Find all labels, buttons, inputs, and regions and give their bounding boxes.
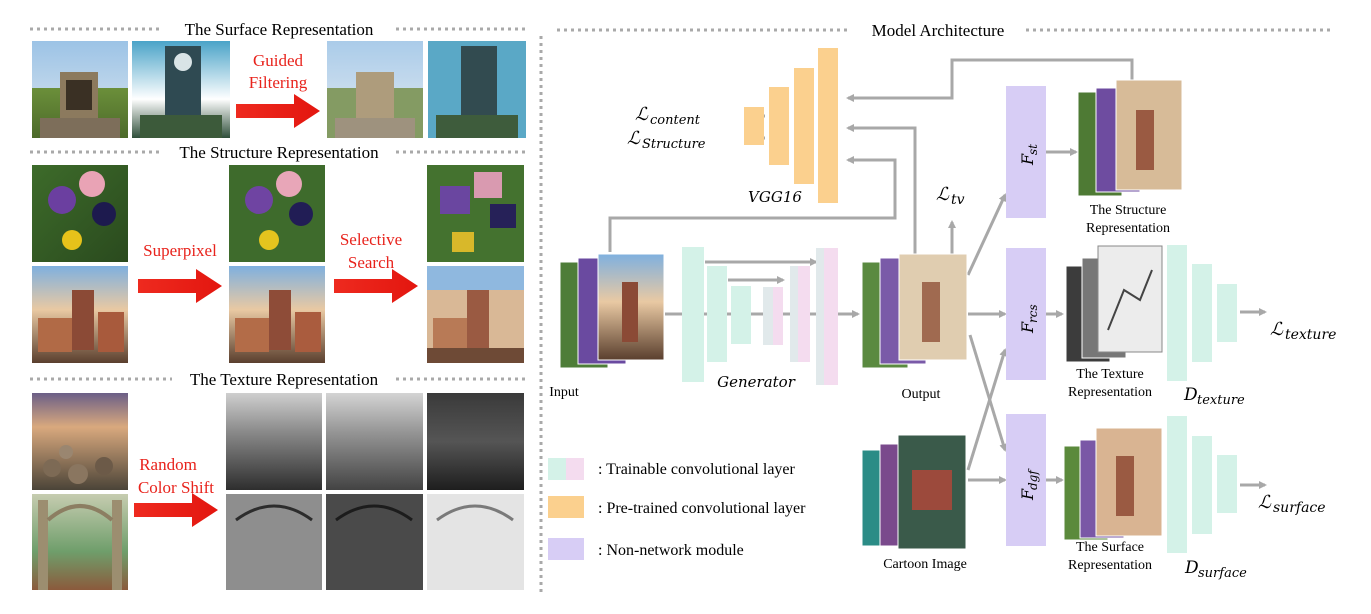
legend-swatch-trainable-a [548,458,566,480]
svg-text:tv: tv [951,192,965,208]
structure-section-title: The Structure Representation [179,143,379,162]
legend-swatch-pretrained [548,496,584,518]
svg-text:surface: surface [1198,566,1247,581]
structure-superpixel-flowers [229,165,325,262]
input-image-stack [559,253,665,369]
svg-text:D: D [1184,558,1199,578]
texture-representation-stack [1065,245,1163,363]
d-surface-label: D surface [1184,558,1247,581]
svg-text:F: F [1018,488,1037,501]
random-color-shift-label-line2: Color Shift [138,478,214,497]
structure-photo-city [32,266,128,363]
surface-photo-clocktower [132,41,230,138]
selective-search-label-line1: Selective [340,230,402,249]
svg-text:F: F [1018,321,1037,334]
vgg16-label: VGG16 [748,188,802,206]
cartoon-image-stack [861,434,967,550]
guided-filtering-arrow [236,94,320,128]
superpixel-label: Superpixel [143,241,217,260]
legend-label-trainable: : Trainable convolutional layer [598,461,796,478]
surface-photo-garden [32,41,128,138]
structure-representation-label-line1: The Structure [1090,203,1167,218]
selective-search-label-line2: Search [348,253,395,272]
structure-photo-flowers [32,165,128,262]
texture-gray-outputs [226,393,524,590]
structure-representation-stack [1077,79,1183,197]
svg-text:texture: texture [1285,327,1336,343]
svg-text:ℒ: ℒ [1258,492,1272,513]
svg-text:rcs: rcs [1026,304,1040,323]
texture-representation-label-line1: The Texture [1076,367,1144,382]
surface-representation-label-line1: The Surface [1076,540,1144,555]
left-section-dividers [30,27,1330,595]
texture-representation-label-line2: Representation [1068,385,1152,400]
structure-representation-label-line2: Representation [1086,221,1170,236]
legend-swatch-non-network [548,538,584,560]
selective-search-arrow [334,269,418,303]
legend-label-non-network: : Non-network module [598,542,744,559]
texture-photo-seashore [32,393,128,490]
surface-result-garden [327,41,423,138]
svg-text:dgf: dgf [1026,468,1040,490]
f-rcs-label: F rcs [1018,304,1040,334]
texture-photo-mural [32,494,128,590]
structure-segment-flowers [427,165,524,262]
svg-text:st: st [1026,144,1040,155]
loss-texture: ℒ texture [1270,319,1336,343]
structure-segment-city [427,266,524,363]
svg-text:ℒ: ℒ [936,184,950,205]
svg-text:ℒ: ℒ [627,128,641,149]
surface-representation-label-line2: Representation [1068,558,1152,573]
svg-text:F: F [1018,153,1037,166]
generator-label: Generator [717,373,796,391]
guided-filtering-label-line1: Guided [253,51,304,70]
svg-text:texture: texture [1197,393,1245,408]
f-st-label: F st [1018,144,1040,166]
guided-filtering-label-line2: Filtering [249,73,308,92]
random-color-shift-label-line1: Random [139,455,197,474]
random-color-shift-arrow [134,493,218,527]
svg-text:ℒ: ℒ [635,104,649,125]
texture-section-title: The Texture Representation [190,370,379,389]
d-texture-network [1167,245,1237,381]
cartoon-image-label: Cartoon Image [883,557,967,572]
svg-text:D: D [1183,385,1198,405]
svg-text:content: content [650,113,701,128]
architecture-title: Model Architecture [872,21,1005,40]
f-dgf-module [1006,414,1046,546]
d-texture-label: D texture [1183,385,1245,408]
structure-superpixel-city [229,266,325,363]
output-label: Output [902,387,941,402]
loss-content: ℒ content [635,104,701,128]
loss-structure: ℒ Structure [627,128,706,152]
loss-tv: ℒ tv [936,184,965,208]
surface-representation-stack [1063,427,1163,541]
legend: : Trainable convolutional layer : Pre-tr… [548,458,806,560]
superpixel-arrow [138,269,222,303]
f-st-module [1006,86,1046,218]
generator-network [682,247,838,385]
d-surface-network [1167,416,1237,553]
surface-section-title: The Surface Representation [185,20,374,39]
svg-text:ℒ: ℒ [1270,319,1284,340]
vgg16-network [744,48,838,203]
input-label: Input [549,385,579,400]
legend-label-pretrained: : Pre-trained convolutional layer [598,500,806,517]
f-dgf-label: F dgf [1018,468,1040,501]
f-rcs-module [1006,248,1046,380]
legend-swatch-trainable-b [566,458,584,480]
svg-text:surface: surface [1273,500,1326,516]
loss-surface: ℒ surface [1258,492,1326,516]
svg-text:Structure: Structure [642,137,706,152]
surface-result-clocktower [428,41,526,138]
output-image-stack [861,253,968,369]
